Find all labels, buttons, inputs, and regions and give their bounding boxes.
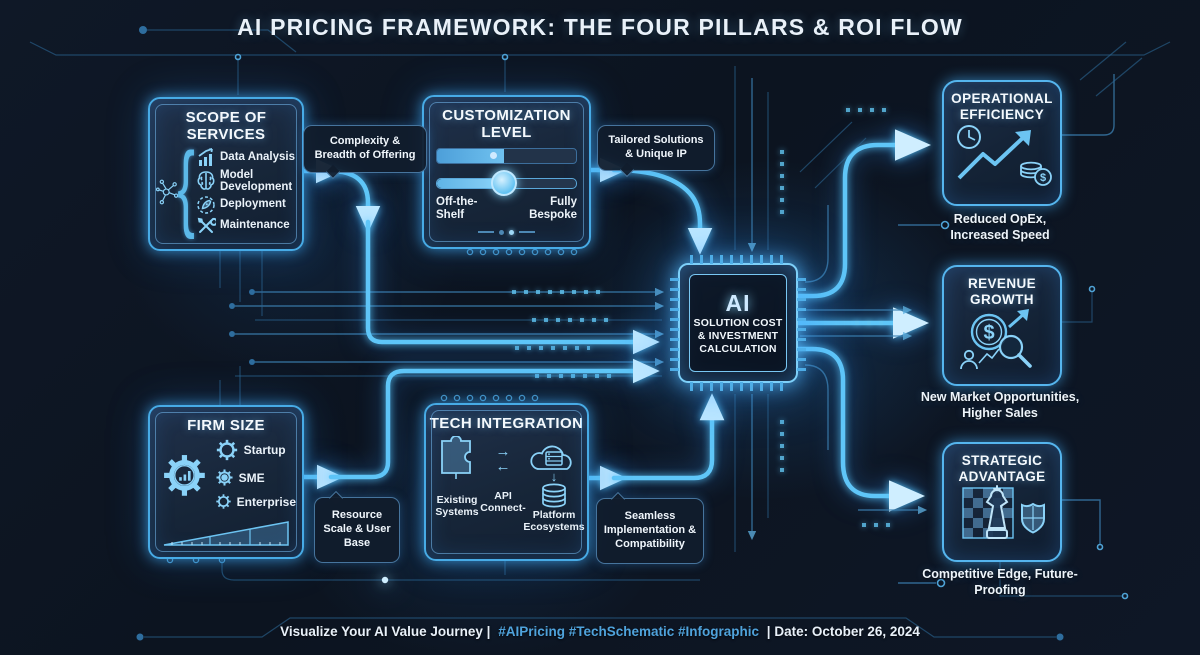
brace-glyph: { bbox=[177, 133, 195, 241]
footer-lead: Visualize Your AI Value Journey | bbox=[280, 624, 491, 639]
scale-ramp-icon bbox=[163, 521, 289, 546]
customization-level-box: CUSTOMIZATION LEVEL Off-the-Shelf Fully … bbox=[422, 95, 591, 249]
down-arrow-icon: ↓ bbox=[550, 469, 558, 485]
customization-slider-knob[interactable] bbox=[490, 170, 517, 196]
strategic-advantage-title: STRATEGIC ADVANTAGE bbox=[958, 453, 1046, 484]
progress-dot bbox=[489, 152, 497, 159]
revenue-growth-caption: New Market Opportunities, Higher Sales bbox=[920, 390, 1080, 420]
exchange-arrows-icon: →← bbox=[495, 443, 511, 476]
page-title: AI PRICING FRAMEWORK: THE FOUR PILLARS &… bbox=[237, 14, 963, 40]
slider-min-label: Off-the-Shelf bbox=[436, 195, 478, 221]
roi-flow-operational bbox=[793, 129, 931, 299]
chip-line: & INVESTMENT bbox=[697, 329, 779, 342]
revenue-growth-title: REVENUE GROWTH bbox=[967, 276, 1037, 307]
revenue-growth-box: REVENUE GROWTH $ bbox=[942, 265, 1062, 386]
chess-shield-icon bbox=[962, 485, 1045, 540]
brain-icon bbox=[197, 171, 215, 190]
tech-node-existing-systems: Existing Systems bbox=[435, 494, 479, 519]
database-icon bbox=[542, 483, 566, 508]
chip-pins-bottom bbox=[690, 382, 786, 391]
pin-row bbox=[166, 248, 578, 564]
svg-text:$: $ bbox=[983, 322, 994, 344]
firm-size-box: FIRM SIZE Startup SME Ente bbox=[148, 405, 304, 559]
firm-size-title: FIRM SIZE bbox=[187, 417, 265, 434]
gear-filled-icon bbox=[215, 468, 234, 487]
rocket-badge-icon bbox=[197, 196, 215, 214]
bar-chart-icon bbox=[198, 147, 213, 166]
tech-node-api-connect: API Connect- bbox=[480, 490, 526, 515]
operational-efficiency-title: OPERATIONAL EFFICIENCY bbox=[951, 91, 1053, 122]
tech-node-platform-ecosystems: Platform Ecosystems bbox=[523, 508, 585, 533]
firm-item: SME bbox=[215, 468, 296, 487]
network-icon bbox=[156, 179, 178, 205]
slider-max-label: Fully Bespoke bbox=[529, 195, 577, 221]
customization-progress-bar[interactable] bbox=[436, 147, 577, 164]
scope-item: Data Analysis bbox=[196, 147, 298, 168]
strategic-advantage-caption: Competitive Edge, Future-Proofing bbox=[922, 567, 1078, 597]
cloud-server-icon bbox=[530, 445, 572, 471]
customization-title: CUSTOMIZATION LEVEL bbox=[442, 107, 571, 142]
customization-tag-bubble: Tailored Solutions & Unique IP bbox=[597, 125, 715, 171]
chip-label: AI bbox=[725, 289, 751, 316]
firm-item: Startup bbox=[215, 438, 296, 462]
tech-integration-title: TECH INTEGRATION bbox=[429, 415, 584, 432]
footer-hashtags: #AIPricing #TechSchematic #Infographic bbox=[498, 624, 760, 639]
chip-pins-top bbox=[690, 255, 786, 264]
footer-date: | Date: October 26, 2024 bbox=[766, 624, 920, 639]
scope-item: Maintenance bbox=[196, 216, 298, 236]
title-underline bbox=[29, 41, 1171, 56]
crossed-tools-icon bbox=[197, 217, 216, 233]
clock-growth-coins-icon: $ bbox=[957, 125, 1052, 186]
firm-item: Enterprise bbox=[215, 493, 296, 510]
gear-small-icon bbox=[215, 493, 232, 510]
chip-line: CALCULATION bbox=[699, 343, 777, 356]
chip-pins-right bbox=[797, 275, 806, 371]
strategic-advantage-box: STRATEGIC ADVANTAGE bbox=[942, 442, 1062, 562]
ai-cost-chip: AI SOLUTION COST & INVESTMENT CALCULATIO… bbox=[670, 255, 806, 391]
scope-title: SCOPE OF SERVICES bbox=[185, 109, 267, 144]
chip-pins-left bbox=[670, 275, 679, 371]
pagination-dots bbox=[436, 229, 577, 235]
customization-slider-fill bbox=[437, 178, 504, 188]
operational-efficiency-caption: Reduced OpEx, Increased Speed bbox=[950, 212, 1050, 242]
scope-item: Model Development bbox=[196, 169, 298, 194]
scope-item: Deployment bbox=[196, 195, 298, 215]
svg-text:$: $ bbox=[1040, 172, 1046, 184]
tech-integration-tag-bubble: Seamless Implementation & Compatibility bbox=[596, 498, 704, 564]
firm-size-tag-bubble: Resource Scale & User Base bbox=[314, 497, 400, 563]
operational-efficiency-box: OPERATIONAL EFFICIENCY $ bbox=[942, 80, 1062, 206]
big-gear-chart-icon bbox=[158, 436, 213, 506]
footer-caption: Visualize Your AI Value Journey | #AIPri… bbox=[0, 624, 1200, 639]
chip-line: SOLUTION COST bbox=[693, 316, 783, 329]
customization-slider-track[interactable] bbox=[436, 170, 577, 196]
customization-progress-fill bbox=[437, 148, 504, 163]
tech-integration-box: TECH INTEGRATION Existing Systems →← API… bbox=[424, 403, 589, 561]
dollar-magnifier-icon: $ bbox=[960, 309, 1032, 370]
scope-tag-bubble: Complexity & Breadth of Offering bbox=[303, 125, 427, 173]
roi-flow-strategic bbox=[793, 346, 925, 512]
puzzle-icon bbox=[441, 436, 471, 480]
scope-of-services-box: SCOPE OF SERVICES { bbox=[148, 97, 304, 251]
gear-medium-icon bbox=[215, 438, 239, 462]
